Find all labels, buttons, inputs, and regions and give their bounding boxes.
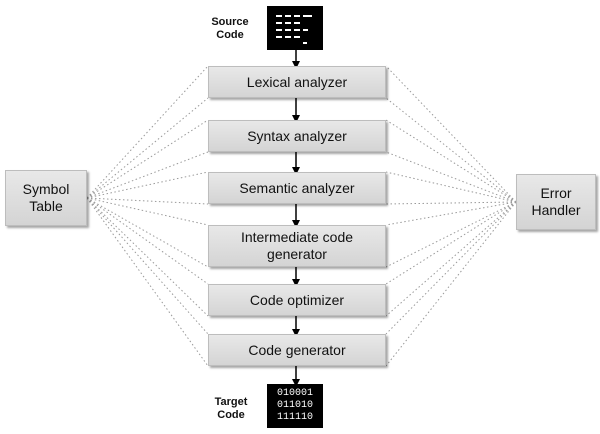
dotted-link bbox=[385, 201, 517, 317]
dotted-link bbox=[385, 201, 517, 367]
phase-label: Semantic analyzer bbox=[239, 179, 355, 196]
binary-line: 010001 bbox=[276, 388, 313, 399]
phase-lexical-analyzer: Lexical analyzer bbox=[208, 66, 386, 98]
phase-syntax-analyzer: Syntax analyzer bbox=[208, 120, 386, 152]
source-code-icon bbox=[267, 6, 323, 50]
target-code-icon: 010001 011010 111110 bbox=[267, 384, 323, 428]
dotted-link bbox=[385, 65, 517, 203]
dotted-link bbox=[385, 201, 517, 205]
dotted-link bbox=[86, 65, 209, 199]
target-label-line2: Code bbox=[217, 409, 245, 421]
source-label-line2: Code bbox=[216, 29, 244, 41]
dotted-link bbox=[86, 97, 209, 199]
phase-code-optimizer: Code optimizer bbox=[208, 284, 386, 316]
target-code-label: Target Code bbox=[202, 396, 260, 422]
phase-label-line2: generator bbox=[267, 246, 327, 262]
target-label-line1: Target bbox=[214, 396, 248, 408]
target-binary: 010001 011010 111110 bbox=[267, 388, 323, 424]
phase-label: Code optimizer bbox=[249, 291, 345, 308]
error-handler-line2: Handler bbox=[531, 202, 581, 218]
error-handler-box: Error Handler bbox=[516, 174, 596, 230]
dotted-link bbox=[86, 197, 209, 285]
phase-label: Code generator bbox=[248, 341, 346, 358]
binary-line: 111110 bbox=[276, 412, 313, 423]
dotted-link bbox=[86, 197, 209, 335]
phase-label-line1: Intermediate code bbox=[240, 229, 354, 245]
dotted-link bbox=[86, 197, 209, 268]
error-handler-line1: Error bbox=[540, 185, 572, 201]
dotted-link bbox=[86, 151, 209, 199]
symbol-table-line1: Symbol bbox=[22, 181, 70, 197]
dotted-links bbox=[86, 65, 517, 367]
dotted-link bbox=[385, 201, 517, 335]
dotted-link bbox=[385, 201, 517, 226]
dotted-link bbox=[86, 171, 209, 199]
dotted-link bbox=[86, 197, 209, 226]
symbol-table-box: Symbol Table bbox=[5, 170, 87, 226]
dotted-link bbox=[86, 197, 209, 367]
source-label-line1: Source bbox=[211, 16, 249, 28]
dotted-link bbox=[385, 201, 517, 268]
dotted-link bbox=[385, 151, 517, 203]
dotted-link bbox=[86, 119, 209, 199]
dotted-link bbox=[385, 201, 517, 285]
phase-label: Lexical analyzer bbox=[246, 73, 348, 90]
dotted-link bbox=[86, 197, 209, 205]
phase-semantic-analyzer: Semantic analyzer bbox=[208, 172, 386, 204]
dotted-link bbox=[86, 197, 209, 317]
symbol-table-line2: Table bbox=[29, 198, 63, 214]
phase-intermediate-code-generator: Intermediate code generator bbox=[208, 225, 386, 267]
binary-line: 011010 bbox=[276, 400, 313, 411]
phase-code-generator: Code generator bbox=[208, 334, 386, 366]
phase-label: Syntax analyzer bbox=[247, 127, 347, 144]
source-code-label: Source Code bbox=[200, 16, 260, 42]
dotted-link bbox=[385, 119, 517, 203]
dotted-link bbox=[385, 97, 517, 203]
